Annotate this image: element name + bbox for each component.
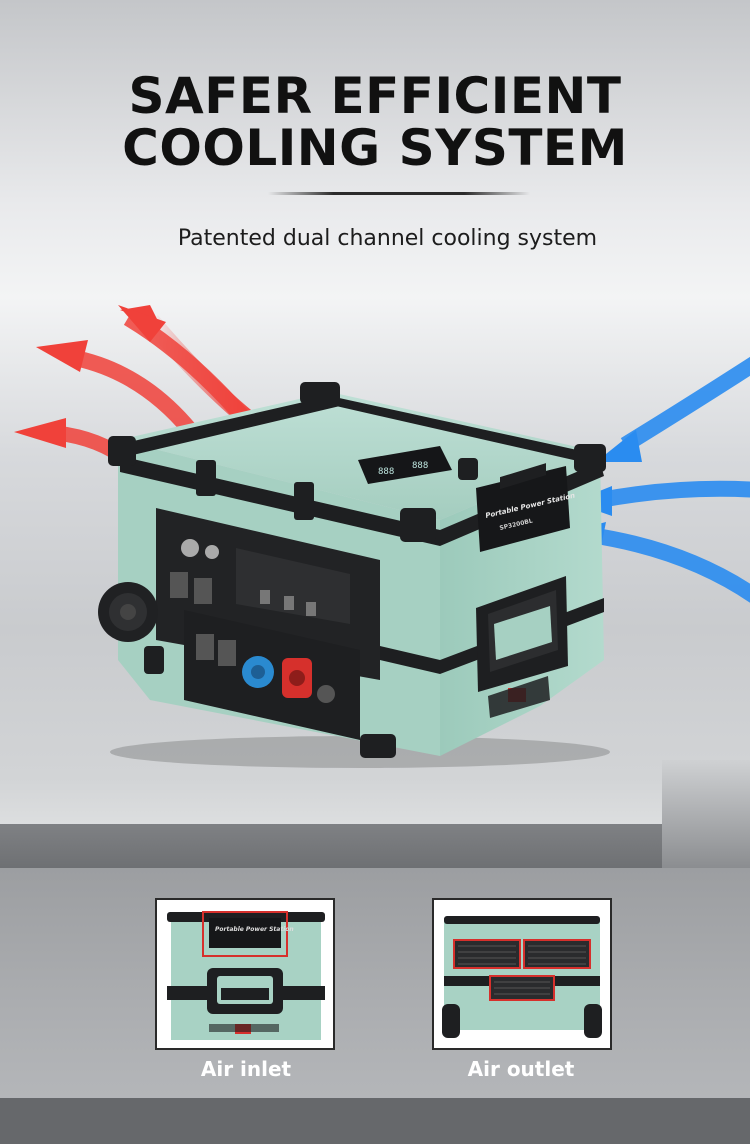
display-readout-right: 888 [412,461,428,471]
platform-top [0,824,662,868]
power-station-illustration: 888 888 [14,305,750,768]
air-inlet-label: Air inlet [200,1057,292,1081]
footer-band [0,1098,750,1144]
title-divider [268,192,530,195]
power-station-unit: 888 888 [98,382,606,758]
side-handle [476,463,568,692]
display-readout-left: 888 [378,467,394,477]
wheel [98,582,158,642]
air-outlet-label: Air outlet [467,1057,575,1081]
air-outlet-view-icon [434,900,610,1048]
product-badge: Portable Power Station SP3200BL [476,466,576,552]
air-outlet-thumbnail [432,898,612,1050]
platform-front [0,868,750,1098]
title-line-2: COOLING SYSTEM [122,119,628,177]
svg-text:Portable Power Station: Portable Power Station [215,926,294,933]
page-subtitle: Patented dual channel cooling system [177,226,598,251]
title-line-1: SAFER EFFICIENT [128,67,622,125]
air-inlet-thumbnail: Portable Power Station [155,898,335,1050]
page-title: SAFER EFFICIENT COOLING SYSTEM [0,70,750,174]
air-inlet-view-icon: Portable Power Station [157,900,333,1048]
platform-wall [662,760,750,868]
